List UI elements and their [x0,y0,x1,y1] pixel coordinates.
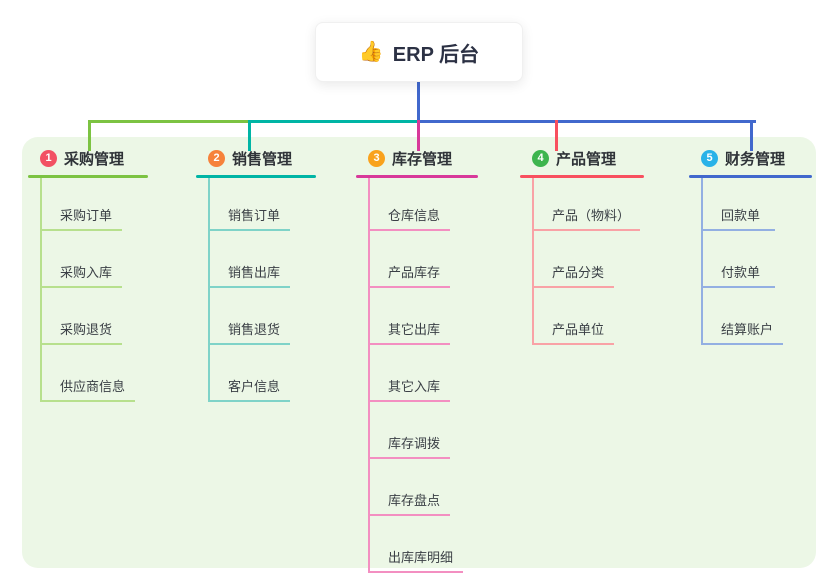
branch-5: 5 财务管理回款单付款单结算账户 [689,148,812,345]
child-node[interactable]: 其它入库 [370,345,451,402]
connector-segment-3 [418,120,756,123]
child-node[interactable]: 销售退货 [210,288,291,345]
connector-segment-2 [248,120,421,123]
branch-number-badge: 4 [532,149,549,167]
child-node[interactable]: 产品分类 [534,231,615,288]
branch-number-badge: 2 [208,149,225,167]
branch-title-row[interactable]: 4 产品管理 [520,148,644,168]
branch-title-row[interactable]: 5 财务管理 [689,148,812,168]
connector-drop-2 [248,120,251,151]
root-node-label: ERP 后台 [392,43,480,66]
connector-drop-5 [750,120,753,151]
child-node[interactable]: 库存调拨 [370,402,451,459]
child-node[interactable]: 销售出库 [210,231,291,288]
branch-title: 销售管理 [232,150,293,168]
child-node[interactable]: 回款单 [703,178,775,231]
branch-children: 销售订单销售出库销售退货客户信息 [208,178,316,402]
thumbs-up-icon: 👍 [358,41,384,63]
child-node[interactable]: 仓库信息 [370,178,451,231]
child-node[interactable]: 产品库存 [370,231,451,288]
root-node[interactable]: 👍 ERP 后台 [315,22,523,82]
child-node[interactable]: 付款单 [703,231,775,288]
branch-underline [196,175,316,178]
branch-3: 3 库存管理仓库信息产品库存其它出库其它入库库存调拨库存盘点出库库明细 [356,148,478,573]
branch-1: 1 采购管理采购订单采购入库采购退货供应商信息 [28,148,148,402]
branch-title: 采购管理 [64,150,125,168]
connector-drop-3 [417,120,420,151]
branches-panel [22,137,816,568]
connector-segment-1 [88,120,251,123]
child-node[interactable]: 销售订单 [210,178,291,231]
child-node[interactable]: 出库库明细 [370,516,464,573]
child-node[interactable]: 采购订单 [42,178,123,231]
branch-underline [28,175,148,178]
branch-underline [689,175,812,178]
branch-underline [520,175,644,178]
branch-number-badge: 1 [40,149,57,167]
child-node[interactable]: 结算账户 [703,288,784,345]
branch-title: 财务管理 [725,150,786,168]
branch-title: 产品管理 [556,150,617,168]
child-node[interactable]: 产品（物料） [534,178,641,231]
branch-title-row[interactable]: 1 采购管理 [28,148,148,168]
child-node[interactable]: 库存盘点 [370,459,451,516]
branch-underline [356,175,478,178]
connector-drop-4 [555,120,558,151]
child-node[interactable]: 采购退货 [42,288,123,345]
branch-title: 库存管理 [392,150,453,168]
connector-drop-1 [88,120,91,151]
branch-title-row[interactable]: 2 销售管理 [196,148,316,168]
child-node[interactable]: 采购入库 [42,231,123,288]
branch-2: 2 销售管理销售订单销售出库销售退货客户信息 [196,148,316,402]
branch-number-badge: 5 [701,149,718,167]
branch-number-badge: 3 [368,149,385,167]
branch-children: 产品（物料）产品分类产品单位 [532,178,644,345]
branch-title-row[interactable]: 3 库存管理 [356,148,478,168]
child-node[interactable]: 其它出库 [370,288,451,345]
child-node[interactable]: 供应商信息 [42,345,136,402]
root-stem-line [417,82,420,121]
branch-children: 回款单付款单结算账户 [701,178,812,345]
branch-4: 4 产品管理产品（物料）产品分类产品单位 [520,148,644,345]
child-node[interactable]: 产品单位 [534,288,615,345]
branch-children: 采购订单采购入库采购退货供应商信息 [40,178,148,402]
branch-children: 仓库信息产品库存其它出库其它入库库存调拨库存盘点出库库明细 [368,178,478,573]
child-node[interactable]: 客户信息 [210,345,291,402]
